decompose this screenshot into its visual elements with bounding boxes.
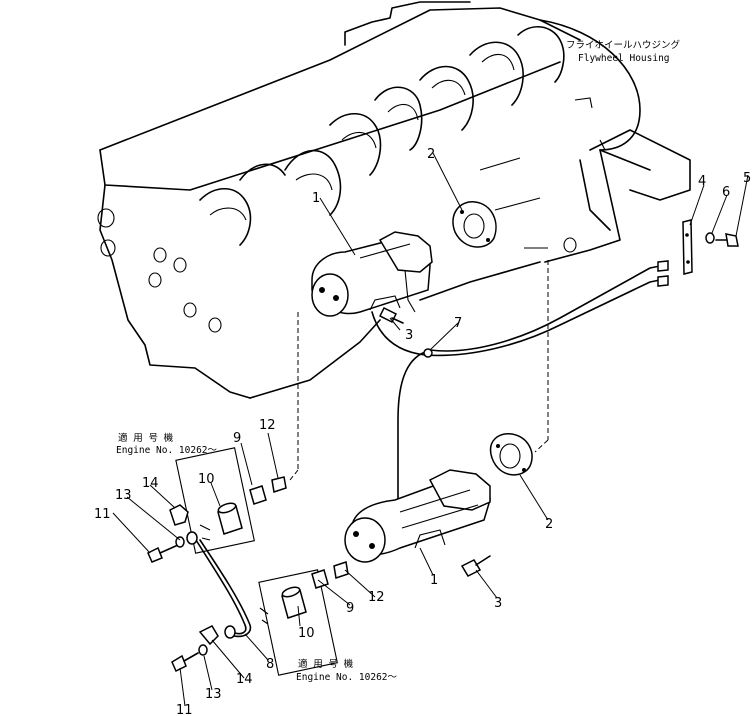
bracket-and-bolt xyxy=(682,219,739,275)
callout-2-lower: 2 xyxy=(545,517,553,532)
callout-7: 7 xyxy=(454,316,462,331)
callout-11-lower: 11 xyxy=(176,703,193,716)
applicability-note-upper-en: Engine No. 10262～ xyxy=(116,445,218,456)
callout-1-lower: 1 xyxy=(430,573,438,588)
bolt-lower xyxy=(460,555,491,577)
callout-4: 4 xyxy=(698,174,706,189)
flywheel-label-en: Flywheel Housing xyxy=(578,53,670,64)
callout-3-lower: 3 xyxy=(494,596,502,611)
callout-5: 5 xyxy=(743,171,751,186)
sleeve-group-lower xyxy=(258,561,349,676)
callout-11-upper: 11 xyxy=(94,507,111,522)
sleeve-group-upper xyxy=(175,447,287,554)
callout-13-lower: 13 xyxy=(205,687,222,702)
callout-10-lower: 10 xyxy=(298,626,315,641)
engine-block xyxy=(97,1,691,399)
callout-numbers: 1 2 3 4 5 6 7 9 12 10 14 13 11 2 1 3 9 1… xyxy=(94,147,751,716)
callout-9-lower: 9 xyxy=(346,601,354,616)
leader-lines xyxy=(289,247,549,481)
callout-14-lower: 14 xyxy=(236,672,253,687)
gasket-lower xyxy=(489,432,533,476)
applicability-note-lower-en: Engine No. 10262～ xyxy=(296,672,398,683)
labels: フライホイールハウジング Flywheel Housing 適 用 号 機 En… xyxy=(116,39,681,683)
applicability-note-upper-jp: 適 用 号 機 xyxy=(118,432,174,444)
callout-10-upper: 10 xyxy=(198,472,215,487)
callout-3-upper: 3 xyxy=(405,328,413,343)
ground-cable xyxy=(186,531,252,639)
callout-1-upper: 1 xyxy=(312,191,320,206)
callout-8: 8 xyxy=(266,657,274,672)
callout-12-upper: 12 xyxy=(259,418,276,433)
callout-6: 6 xyxy=(722,185,730,200)
fasteners-left xyxy=(147,504,219,673)
callout-2-upper: 2 xyxy=(427,147,435,162)
wire-harness xyxy=(371,260,669,511)
starter-motor-upper xyxy=(311,231,433,317)
flywheel-label-jp: フライホイールハウジング xyxy=(566,39,681,51)
starter-motor-lower xyxy=(344,469,491,563)
callout-12-lower: 12 xyxy=(368,590,385,605)
callout-leaders xyxy=(112,152,749,707)
callout-9-upper: 9 xyxy=(233,431,241,446)
callout-13-upper: 13 xyxy=(115,488,132,503)
callout-14-upper: 14 xyxy=(142,476,159,491)
bolt-upper xyxy=(378,306,404,324)
applicability-note-lower-jp: 適 用 号 機 xyxy=(298,658,354,670)
gasket-upper xyxy=(452,201,497,248)
